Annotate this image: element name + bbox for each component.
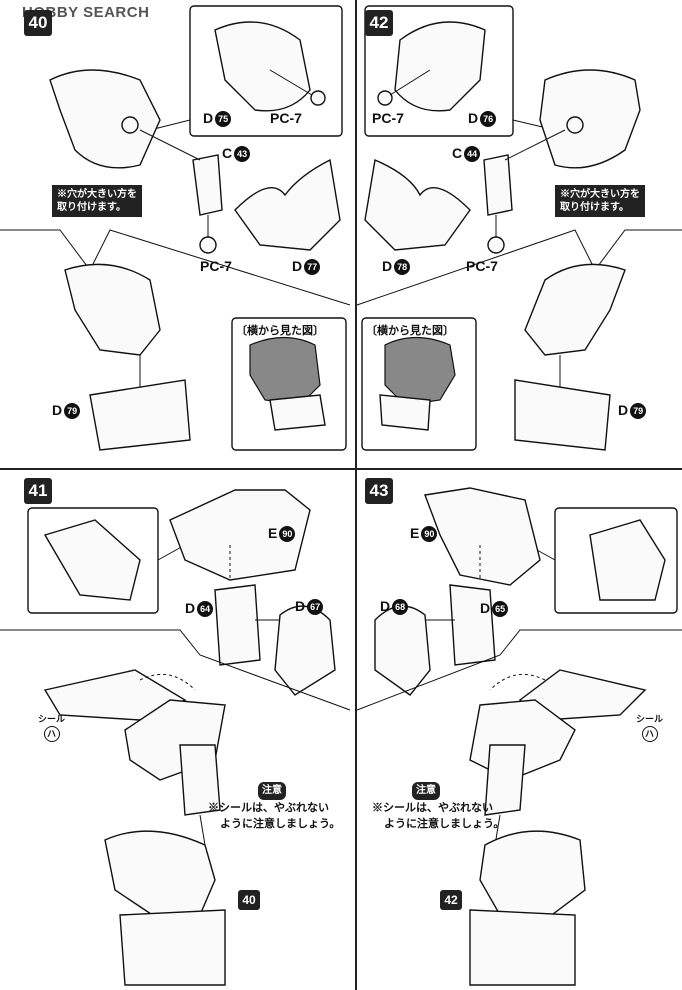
part-d65 bbox=[449, 584, 496, 666]
step-number-41: 41 bbox=[24, 478, 52, 504]
seal-ha-right bbox=[518, 669, 647, 721]
seal-label-left: シールハ bbox=[38, 712, 65, 742]
head-step40-ref bbox=[104, 830, 216, 921]
crescent-d78 bbox=[364, 159, 471, 251]
pc7-cap-r bbox=[487, 236, 505, 254]
armor-e90-r bbox=[424, 487, 541, 586]
label-pc7-top-left: PC-7 bbox=[270, 110, 302, 126]
head-part bbox=[49, 69, 161, 169]
pc7-joint bbox=[310, 90, 326, 106]
head-part-callout-r bbox=[394, 21, 486, 112]
label-pc7-right: PC-7 bbox=[466, 258, 498, 274]
fist-d79-r bbox=[514, 379, 611, 451]
step40-diagram bbox=[0, 5, 351, 451]
seal-label-right: シールハ bbox=[636, 712, 663, 742]
ref-step-40: 40 bbox=[238, 890, 260, 910]
horizontal-divider bbox=[0, 468, 682, 470]
head-assembled bbox=[64, 263, 161, 356]
caution-tag-right: 注意 bbox=[412, 782, 440, 800]
fist-ref-left bbox=[119, 909, 226, 986]
step43-diagram bbox=[356, 487, 682, 986]
armor-e90 bbox=[169, 489, 311, 581]
side-view-label-left: 〔横から見た図〕 bbox=[236, 325, 324, 337]
hinge-c43 bbox=[192, 154, 223, 216]
crescent-d77 bbox=[234, 158, 341, 251]
fist-d79 bbox=[89, 379, 191, 451]
step-number-42: 42 bbox=[365, 10, 393, 36]
step-number-40: 40 bbox=[24, 10, 52, 36]
caution-tag-left: 注意 bbox=[258, 782, 286, 800]
step41-diagram bbox=[0, 489, 351, 986]
ref-step-42: 42 bbox=[440, 890, 462, 910]
hinge-c44 bbox=[483, 154, 513, 216]
label-pc7-left: PC-7 bbox=[200, 258, 232, 274]
head-part-callout bbox=[214, 21, 311, 112]
fist-ref-right bbox=[469, 909, 576, 986]
head-step42-ref bbox=[479, 830, 586, 921]
caution-right: 注意 ※シールは、やぶれない ように注意しましょう。 bbox=[372, 782, 504, 832]
note-hole-left: ※穴が大きい方を取り付けます。 bbox=[52, 185, 142, 217]
step42-diagram bbox=[356, 5, 682, 451]
vertical-divider bbox=[355, 0, 357, 990]
pc7-joint-r bbox=[377, 90, 393, 106]
note-hole-right: ※穴が大きい方を取り付けます。 bbox=[555, 185, 645, 217]
label-pc7-top-right: PC-7 bbox=[372, 110, 404, 126]
caution-left: 注意 ※シールは、やぶれない ように注意しましょう。 bbox=[208, 782, 340, 832]
head-assembled-r bbox=[524, 263, 626, 356]
part-d64 bbox=[214, 584, 261, 666]
part-d67 bbox=[274, 605, 336, 696]
side-view-label-right: 〔横から見た図〕 bbox=[366, 325, 454, 337]
step-number-43: 43 bbox=[365, 478, 393, 504]
part-d68 bbox=[374, 605, 431, 696]
watermark-logo: HOBBY SEARCH bbox=[22, 4, 150, 21]
pc7-cap bbox=[199, 236, 217, 254]
head-part-r bbox=[539, 69, 641, 169]
